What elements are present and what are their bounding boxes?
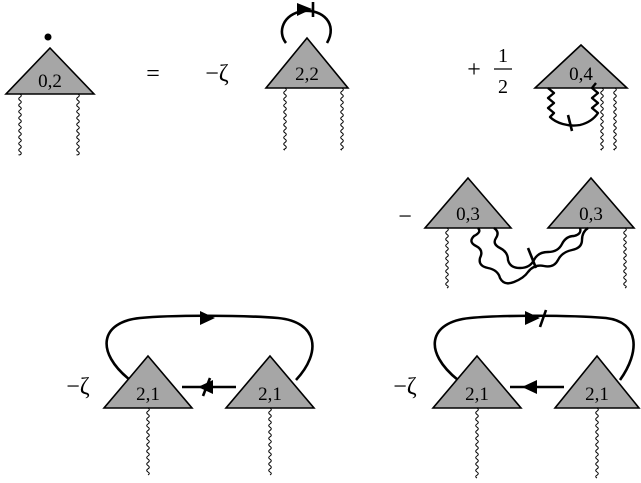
vertex-label-left: 2,1 bbox=[136, 384, 160, 405]
propagator-tick bbox=[566, 114, 574, 132]
term5-operator: −ζ bbox=[393, 374, 417, 400]
outer-arrow bbox=[200, 311, 215, 325]
vertex-triangle bbox=[264, 36, 350, 89]
external-leg bbox=[18, 93, 22, 156]
external-leg bbox=[600, 87, 604, 151]
external-leg bbox=[623, 227, 627, 289]
vertex-label-left: 2,1 bbox=[465, 384, 489, 405]
term5-diagram: −ζ 2,1 2,1 bbox=[393, 309, 641, 479]
propagator-tick bbox=[538, 309, 548, 328]
outer-arrow bbox=[525, 311, 540, 325]
term4-operator: −ζ bbox=[66, 374, 90, 400]
vertex-triangle bbox=[4, 46, 96, 95]
term1-diagram: −ζ 2,2 bbox=[205, 2, 350, 151]
internal-propagator-outer bbox=[470, 227, 589, 285]
external-leg bbox=[340, 87, 344, 151]
external-leg bbox=[595, 407, 599, 479]
fraction-denominator: 2 bbox=[498, 76, 508, 98]
term2-diagram: + 1 2 0,4 bbox=[467, 43, 630, 151]
propagator-tick bbox=[526, 247, 538, 269]
term3-operator: − bbox=[398, 204, 412, 230]
external-leg bbox=[613, 87, 617, 151]
term3-diagram: − 0,3 0,3 bbox=[398, 176, 636, 289]
derivative-dot bbox=[44, 33, 52, 41]
external-leg bbox=[445, 227, 449, 289]
vertex-label-right: 0,3 bbox=[579, 204, 603, 225]
internal-propagator-inner bbox=[493, 227, 582, 270]
fraction-numerator: 1 bbox=[498, 45, 508, 67]
external-leg bbox=[146, 407, 150, 476]
term2-operator: + bbox=[467, 57, 481, 83]
vertex-label-right: 2,1 bbox=[585, 384, 609, 405]
equals-sign: = bbox=[146, 61, 160, 87]
external-leg bbox=[76, 93, 80, 156]
vertex-label: 0,4 bbox=[569, 64, 593, 85]
vertex-triangle-left bbox=[423, 176, 513, 229]
term1-operator: −ζ bbox=[205, 61, 229, 87]
loop-arrow bbox=[297, 3, 312, 16]
term4-diagram: −ζ 2,1 2,1 bbox=[66, 311, 316, 476]
vertex-label-left: 0,3 bbox=[456, 204, 480, 225]
internal-propagator-loop bbox=[546, 82, 600, 127]
external-leg bbox=[475, 407, 479, 479]
vertex-label: 0,2 bbox=[38, 71, 62, 92]
propagator-tick bbox=[201, 377, 212, 397]
vertex-triangle-right bbox=[546, 176, 636, 229]
vertex-triangle bbox=[532, 43, 630, 89]
inner-arrow bbox=[522, 380, 537, 394]
vertex-label: 2,2 bbox=[295, 64, 319, 85]
lhs-diagram: 0,2 bbox=[4, 33, 96, 156]
external-leg bbox=[268, 407, 272, 476]
external-leg bbox=[283, 87, 287, 151]
vertex-label-right: 2,1 bbox=[258, 384, 282, 405]
